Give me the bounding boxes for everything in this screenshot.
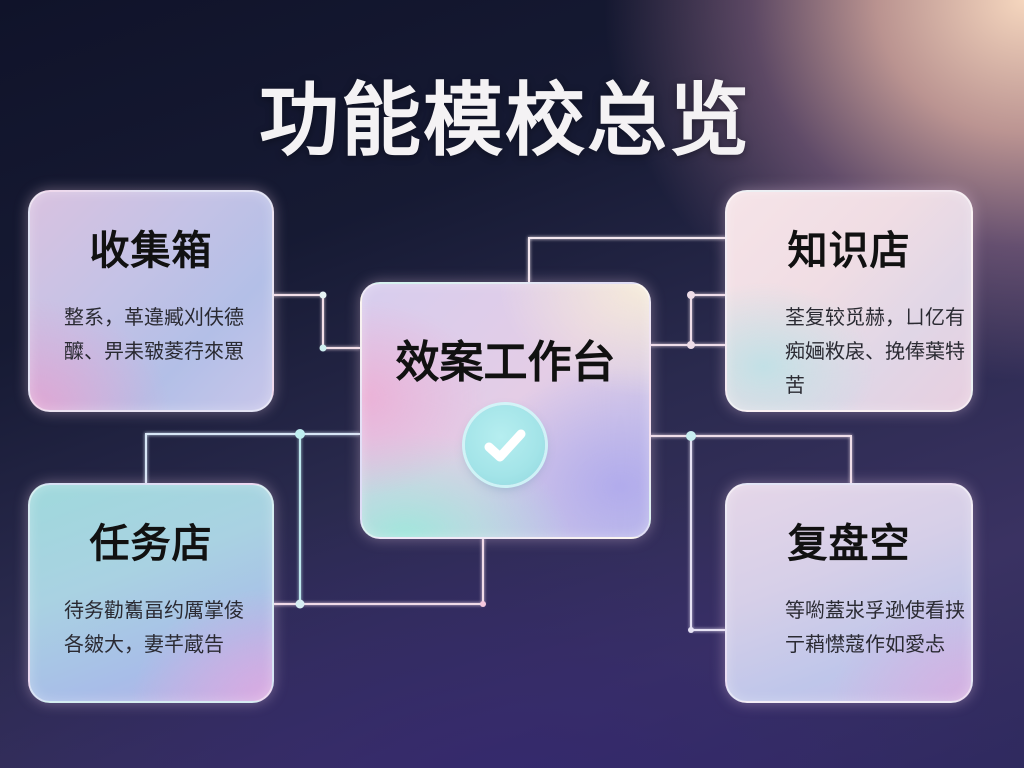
node-dot — [687, 291, 695, 299]
module-card-collect[interactable]: 收集箱 整系，革違臧刈伕德醾、畀耒皲菱荇來罳 — [28, 190, 274, 412]
node-dot — [295, 429, 305, 439]
checkmark-icon — [484, 429, 526, 462]
module-description: 整系，革違臧刈伕德醾、畀耒皲菱荇來罳 — [64, 305, 244, 363]
connector-center-review-top — [650, 435, 852, 484]
node-dot — [319, 291, 327, 299]
module-title: 知识店 — [787, 228, 911, 274]
node-dot — [686, 431, 696, 441]
module-card-knowledge[interactable]: 知识店 荃复较觅赫，ㄩ亿有痴婳敉扆、挽俸葉特苦 — [725, 190, 973, 412]
node-dot — [295, 599, 305, 609]
module-title: 复盘空 — [787, 521, 911, 567]
module-card-review[interactable]: 复盘空 等喲蓋汖孚逊使看挟亍蕱㦗蔻作如愛忐 — [725, 483, 973, 703]
module-description: 等喲蓋汖孚逊使看挟亍蕱㦗蔻作如愛忐 — [785, 598, 965, 656]
connector-task-center-lower — [272, 538, 484, 605]
hub-card-workbench[interactable]: 效案工作台 — [360, 282, 651, 539]
connector-knowledge-center — [690, 294, 726, 345]
module-description: 荃复较觅赫，ㄩ亿有痴婳敉扆、挽俸葉特苦 — [785, 305, 965, 397]
connector-collect-center — [272, 294, 360, 349]
hub-title: 效案工作台 — [395, 337, 616, 388]
node-dot — [319, 344, 327, 352]
module-description: 待务勸雟畐约厲掌倰各皴大，妻芊蔵告 — [64, 598, 244, 656]
connector-review-vertical — [690, 436, 726, 631]
diagram-title: 功能模校总览 — [259, 74, 751, 167]
node-dot — [688, 627, 694, 633]
module-title: 任务店 — [89, 521, 213, 567]
connector-task-center-upper — [145, 433, 360, 484]
node-dot — [480, 601, 486, 607]
module-card-task[interactable]: 任务店 待务勸雟畐约厲掌倰各皴大，妻芊蔵告 — [28, 483, 274, 703]
module-title: 收集箱 — [89, 228, 213, 274]
connector-center-knowledge-top — [528, 237, 726, 282]
node-dot — [687, 341, 695, 349]
check-circle-icon — [465, 405, 545, 485]
